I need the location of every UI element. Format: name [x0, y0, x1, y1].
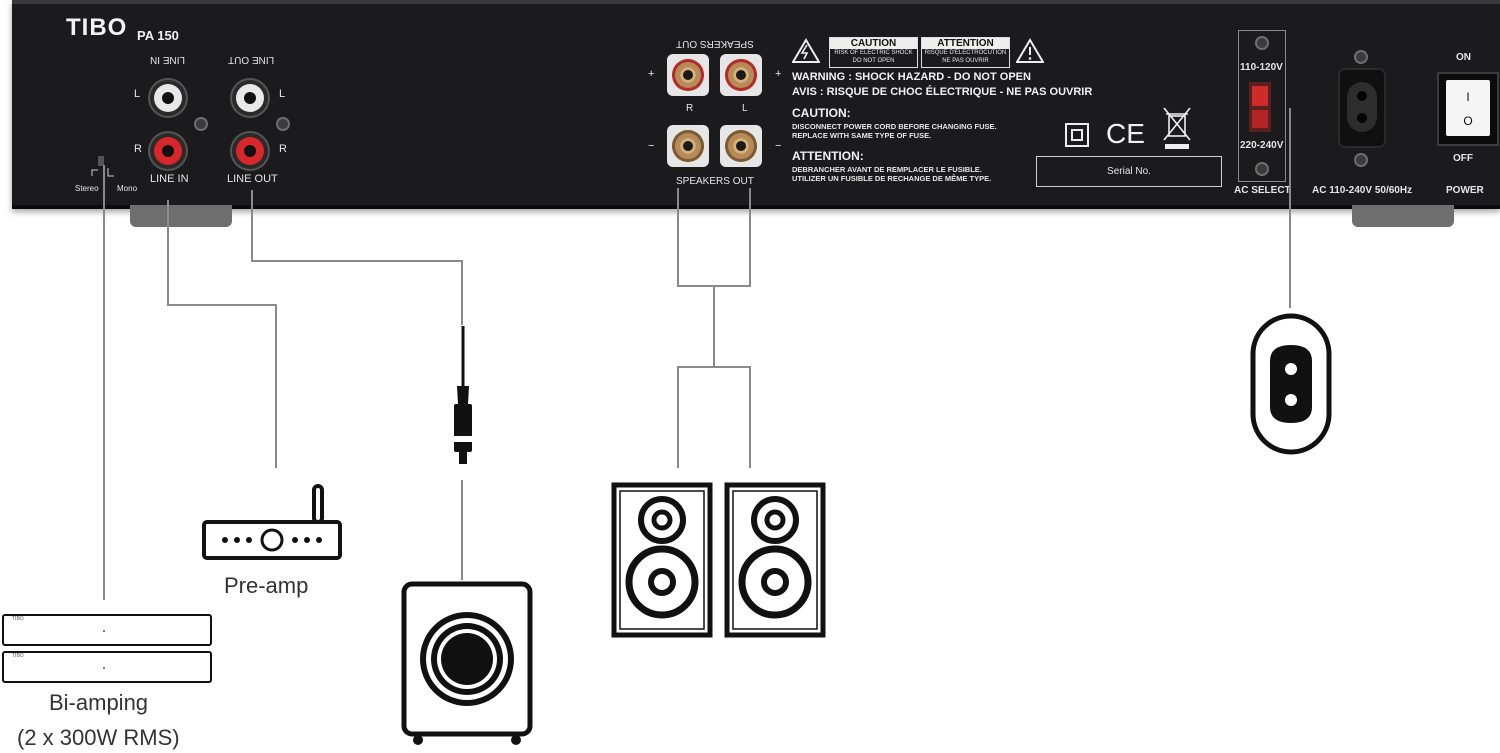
serial-label: Serial No.	[1107, 166, 1151, 177]
stereo-mono-switch-icon[interactable]	[78, 154, 138, 194]
line-out-right-jack[interactable]	[232, 133, 268, 169]
screw-icon	[194, 117, 208, 131]
serial-number-box: Serial No.	[1036, 156, 1222, 187]
attention-text-1: DEBRANCHER AVANT DE REMPLACER LE FUSIBLE…	[792, 165, 982, 174]
preamp-label: Pre-amp	[224, 573, 309, 598]
biamp-label-line2: (2 x 300W RMS)	[17, 725, 180, 750]
warning-triangle-icon	[792, 38, 820, 63]
attention-label-box: ATTENTION RISQUE D'ÉLECTROCUTION NE PAS …	[921, 37, 1010, 68]
attention-text-2: UTILIZER UN FUSIBLE DE RECHANGE DE MÊME …	[792, 174, 992, 183]
screw-icon	[1255, 36, 1269, 50]
iec-c7-socket-icon[interactable]	[1338, 68, 1386, 148]
caution-box-line1: RISK OF ELECTRIC SHOCK	[834, 50, 913, 56]
speaker-wire-bottom	[677, 366, 751, 468]
power-outlet-icon	[1250, 313, 1332, 455]
weee-bin-icon	[1163, 107, 1191, 149]
attention-box-title: ATTENTION	[922, 38, 1009, 49]
caution-heading: CAUTION:	[792, 106, 851, 120]
line-out-l-marker: L	[279, 88, 286, 100]
warning-line: WARNING : SHOCK HAZARD - DO NOT OPEN	[792, 71, 1031, 83]
terminal-r-marker: R	[686, 103, 694, 114]
speaker-terminal-right-minus[interactable]	[720, 125, 762, 167]
router-preamp-icon	[202, 484, 342, 560]
power-switch-o: O	[1463, 114, 1473, 128]
speaker-terminal-left-minus[interactable]	[667, 125, 709, 167]
caution-box-title: CAUTION	[830, 38, 917, 49]
ac-input-label: AC 110-240V 50/60Hz	[1312, 185, 1413, 196]
ac-select-frame	[1238, 30, 1286, 182]
avis-line: AVIS : RISQUE DE CHOC ÉLECTRIQUE - NE PA…	[792, 86, 1093, 98]
rca-plug-icon	[454, 326, 472, 464]
attention-box-line1: RISQUE D'ÉLECTROCUTION	[924, 50, 1007, 56]
screw-icon	[1255, 162, 1269, 176]
line-in-right-jack[interactable]	[150, 133, 186, 169]
ce-mark: CE	[1106, 118, 1145, 149]
speaker-terminal-right-plus[interactable]	[720, 54, 762, 96]
power-off-label: OFF	[1453, 153, 1473, 164]
power-on-label: ON	[1456, 52, 1471, 63]
line-out-label: LINE OUT	[227, 173, 278, 185]
line-out-left-jack[interactable]	[232, 80, 268, 116]
warning-exclamation-icon	[1016, 38, 1044, 63]
speakers-out-label: SPEAKERS OUT	[676, 176, 754, 187]
brand-logo: TIBO	[66, 14, 128, 41]
ac-select-label: AC SELECT	[1234, 185, 1291, 196]
switch-mono-label: Mono	[117, 184, 138, 193]
line-out-r-marker: R	[279, 143, 287, 155]
power-label: POWER	[1446, 185, 1484, 196]
line-in-l-marker: L	[134, 88, 141, 100]
attention-heading: ATTENTION:	[792, 149, 864, 163]
bookshelf-speaker-left-icon	[611, 482, 713, 638]
speaker-terminal-left-plus[interactable]	[667, 54, 709, 96]
voltage-high-label: 220-240V	[1240, 140, 1284, 151]
voltage-selector-switch[interactable]	[1249, 82, 1271, 132]
power-switch-i: I	[1466, 90, 1470, 104]
biamp-unit-brand-2: TIBO	[12, 653, 24, 659]
caution-text-2: REPLACE WITH SAME TYPE OF FUSE.	[792, 131, 932, 140]
line-in-label: LINE IN	[150, 173, 189, 185]
amplifier-foot-right	[1352, 205, 1454, 227]
power-switch-rocker[interactable]: I O	[1446, 80, 1490, 136]
preamp-wire	[167, 200, 277, 468]
caution-text-1: DISCONNECT POWER CORD BEFORE CHANGING FU…	[792, 122, 997, 131]
screw-icon	[1354, 153, 1368, 167]
amplifier-foot-left	[130, 205, 232, 227]
caution-label-box: CAUTION RISK OF ELECTRIC SHOCK DO NOT OP…	[829, 37, 918, 68]
subwoofer-icon	[401, 581, 533, 745]
caution-box-line2: DO NOT OPEN	[852, 58, 895, 64]
switch-stereo-label: Stereo	[75, 184, 99, 193]
power-switch[interactable]: I O	[1437, 72, 1499, 146]
screw-icon	[276, 117, 290, 131]
line-in-r-marker: R	[134, 143, 142, 155]
terminal-minus-left: −	[648, 140, 655, 152]
screw-icon	[1354, 50, 1368, 64]
model-name: PA 150	[137, 28, 179, 43]
voltage-low-label: 110-120V	[1240, 62, 1283, 73]
line-out-wire	[251, 190, 463, 325]
double-insulation-icon	[1065, 123, 1089, 147]
bookshelf-speaker-right-icon	[724, 482, 826, 638]
terminal-plus-left: +	[648, 68, 655, 80]
biamp-label-line1: Bi-amping	[49, 690, 149, 715]
panel-top-edge	[12, 0, 1500, 4]
speaker-wire-top	[677, 188, 751, 287]
biamp-unit-brand-1: TIBO	[12, 616, 24, 622]
amplifier-unit-icon	[2, 614, 212, 683]
terminal-plus-right: +	[775, 68, 782, 80]
attention-box-line2: NE PAS OUVRIR	[942, 58, 989, 64]
terminal-l-marker: L	[742, 103, 748, 114]
terminal-minus-right: −	[775, 140, 782, 152]
line-in-left-jack[interactable]	[150, 80, 186, 116]
